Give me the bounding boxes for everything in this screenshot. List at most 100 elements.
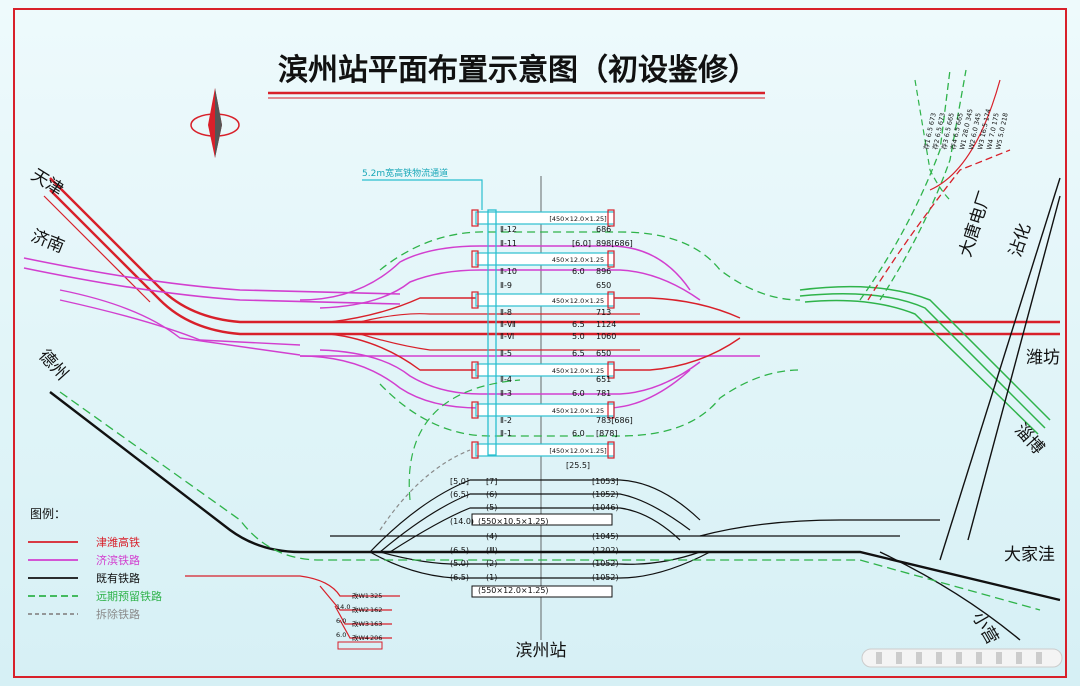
- removed-track: [379, 449, 471, 531]
- track-id: Ⅱ-1: [500, 429, 512, 438]
- siding-name: 改W3: [352, 619, 369, 628]
- track-id: Ⅱ-2: [500, 416, 512, 425]
- siding-length: 162: [370, 606, 382, 614]
- frame-border: [13, 8, 1067, 678]
- track-spacing: 6.5: [572, 349, 585, 358]
- siding-length: 206: [370, 634, 382, 642]
- lower-platform-2: [471, 585, 613, 598]
- datang-line: [939, 177, 1061, 561]
- legend-label: 济滨铁路: [96, 553, 140, 567]
- lower-spacing: (6.5): [450, 546, 469, 555]
- lower-spacing: (5.0): [450, 559, 469, 568]
- lower-track-id: (1): [486, 573, 497, 582]
- track-id: Ⅱ-3: [500, 389, 512, 398]
- siding-length: 325: [370, 592, 382, 600]
- lower-track-id: (6): [486, 490, 497, 499]
- watermark-bars-icon: [876, 652, 1042, 664]
- track-length: 1124: [596, 320, 616, 329]
- lower-track-length: (1052): [592, 490, 619, 499]
- platform-end-right: [607, 291, 615, 309]
- lower-track-id: (5): [486, 503, 497, 512]
- lower-track-1: [369, 551, 711, 579]
- track-length: 783[686]: [596, 416, 633, 425]
- track-length: 686: [596, 225, 611, 234]
- track-spacing: 6.0: [572, 389, 585, 398]
- platform-end-left: [471, 250, 479, 268]
- zhanhua-line: [967, 195, 1061, 541]
- upper-extra-label: [25.5]: [566, 461, 590, 470]
- lower-track-id: (Ⅲ): [486, 546, 498, 555]
- legend-label: 远期预留铁路: [96, 590, 162, 603]
- jinan-line-3: [59, 299, 301, 346]
- lower-track-id: (2): [486, 559, 497, 568]
- lower-platform-1: [471, 513, 613, 526]
- lower-track-length: (1052): [592, 573, 619, 582]
- track-spacing: 6.5: [572, 320, 585, 329]
- lower-track-length: (1052): [592, 559, 619, 568]
- track-spacing: 6.0: [572, 429, 585, 438]
- lower-track-length: [1053]: [592, 477, 619, 486]
- platform-size-label: 450×12.0×1.25: [552, 297, 604, 305]
- left-siding-w2: [319, 585, 392, 611]
- track-length: 898[686]: [596, 239, 633, 248]
- track-spacing: 6.0: [572, 267, 585, 276]
- platform-end-right: [607, 361, 615, 379]
- track-length: [878]: [596, 429, 618, 438]
- ne-hs-siding: [929, 79, 1001, 191]
- reserved-branch: [799, 69, 1051, 435]
- track-id: Ⅱ-Ⅶ: [500, 320, 516, 329]
- track-id: Ⅱ-10: [500, 267, 517, 276]
- xiaoying-line: [879, 551, 1021, 641]
- jibin-loop-1: [299, 245, 691, 301]
- left-siding-platform: [337, 641, 383, 650]
- city-dajiawa: 大家洼: [1004, 545, 1055, 565]
- platform-end-left: [471, 441, 479, 459]
- reserved-loop-top: [379, 231, 801, 301]
- jibin-loop-4: [319, 349, 701, 395]
- track-spacing: [6.0]: [572, 239, 591, 248]
- reserved-loop-bottom: [379, 369, 801, 437]
- lower-spacing: [5.0]: [450, 477, 469, 486]
- siding-spacing: 14.0: [336, 603, 350, 611]
- track-length: 713: [596, 308, 611, 317]
- lower-track-length: (1045): [592, 532, 619, 541]
- platform-end-left: [471, 291, 479, 309]
- track-spacing: 5.0: [572, 332, 585, 341]
- lower-track-id: [7]: [486, 477, 497, 486]
- jinan-line-4: [59, 289, 301, 356]
- ne-reserved-3: [914, 79, 951, 201]
- jinan-line-2: [23, 267, 401, 305]
- siding-length: 163: [370, 620, 382, 628]
- reserved-connector: [408, 379, 521, 501]
- lower-track-5: [389, 507, 681, 553]
- existing-lines: [49, 177, 1061, 641]
- lower-spacing: (6.5): [450, 573, 469, 582]
- diagram-title: 滨州站平面布置示意图（初设鉴修）: [278, 53, 758, 88]
- siding-spacing: 6.0: [336, 617, 346, 625]
- station-name: 滨州站: [516, 641, 567, 661]
- jibin-loop-2: [319, 269, 701, 309]
- track-length: 650: [596, 349, 611, 358]
- legend-label: 既有铁路: [96, 571, 140, 585]
- ne-reserved-1: [859, 69, 951, 301]
- platform-end-right: [607, 250, 615, 268]
- tianjin-line-2: [49, 189, 1060, 336]
- platform-size-label: [450×12.0×1.25]: [549, 215, 606, 223]
- platform-size-label: 450×12.0×1.25: [552, 407, 604, 415]
- lower-siding-east: [699, 519, 940, 537]
- platform-size-label: 450×12.0×1.25: [552, 256, 604, 264]
- hs-siding-4: [359, 333, 640, 351]
- platform-end-left: [471, 361, 479, 379]
- dezhou-dajiawa-main: [49, 391, 1061, 602]
- north-arrow-icon: [190, 88, 240, 158]
- legend-label: 拆除铁路: [96, 607, 140, 621]
- platform-end-right: [607, 209, 615, 227]
- platform-size-label: 450×12.0×1.25: [552, 367, 604, 375]
- lower-track-2: [379, 551, 701, 565]
- ne-hs-branch: [867, 149, 1011, 301]
- track-length: 651: [596, 375, 611, 384]
- city-weifang: 潍坊: [1026, 348, 1060, 368]
